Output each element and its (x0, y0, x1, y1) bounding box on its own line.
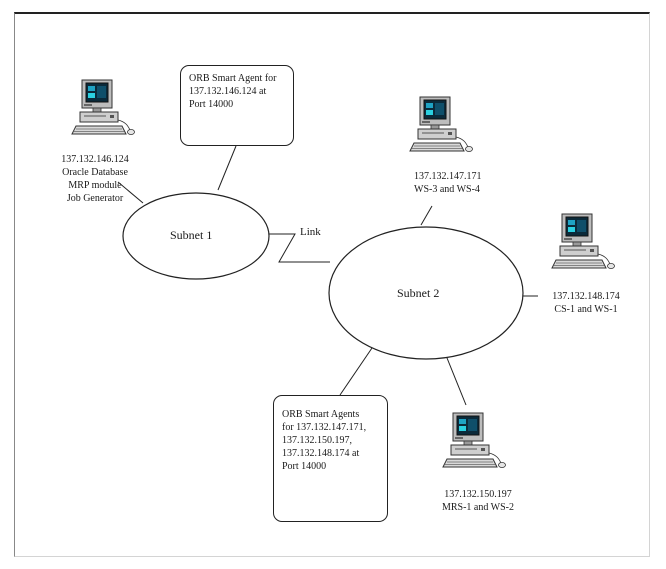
ws-top-connector (420, 205, 433, 226)
callout-subnet-2: ORB Smart Agents for 137.132.147.171, 13… (273, 395, 388, 522)
subnet-2-label: Subnet 2 (397, 286, 440, 300)
subnet-1-ellipse (122, 192, 270, 280)
ws-top-ip: 137.132.147.171 (414, 171, 482, 182)
callout-subnet-1: ORB Smart Agent for 137.132.146.124 at P… (180, 65, 294, 146)
computer-icon (71, 79, 135, 136)
callout-line: Port 14000 (189, 99, 234, 110)
ws-left-line: Oracle Database (62, 167, 128, 178)
ws-right-label: 137.132.148.174 CS-1 and WS-1 (538, 290, 634, 316)
subnet-2-ellipse (328, 226, 524, 360)
ws-top-line: WS-3 and WS-4 (414, 184, 480, 195)
computer-icon (551, 213, 615, 270)
ws-left-label: 137.132.146.124 Oracle Database MRP modu… (48, 153, 142, 205)
callout-line: 137.132.150.197, (282, 435, 352, 446)
ws-bottom-connector (444, 352, 467, 406)
callout-line: ORB Smart Agent for (189, 73, 277, 84)
subnet-1-label: Subnet 1 (170, 228, 213, 242)
ws-bottom-ip: 137.132.150.197 (444, 489, 512, 500)
callout-connector-subnet-1 (217, 145, 237, 191)
ws-right-ip: 137.132.148.174 (552, 291, 620, 302)
callout-line: 137.132.148.174 at (282, 448, 360, 459)
link-label: Link (300, 226, 321, 238)
computer-icon (442, 412, 506, 469)
callout-line: Port 14000 (282, 461, 327, 472)
link-line (268, 233, 330, 263)
ws-top-label: 137.132.147.171 WS-3 and WS-4 (414, 170, 482, 196)
callout-line: ORB Smart Agents (282, 409, 360, 420)
ws-bottom-line: MRS-1 and WS-2 (441, 502, 515, 513)
ws-left-connector (117, 181, 144, 204)
computer-icon (409, 96, 473, 153)
callout-connector-subnet-2 (339, 347, 373, 396)
ws-bottom-label: 137.132.150.197 MRS-1 and WS-2 (430, 488, 526, 514)
ws-right-line: CS-1 and WS-1 (554, 304, 618, 315)
ws-left-line: Job Generator (66, 193, 124, 204)
ws-left-line: MRP module (68, 180, 122, 191)
callout-line: 137.132.146.124 at (189, 86, 267, 97)
ws-left-ip: 137.132.146.124 (61, 154, 129, 165)
callout-line: for 137.132.147.171, (282, 422, 367, 433)
